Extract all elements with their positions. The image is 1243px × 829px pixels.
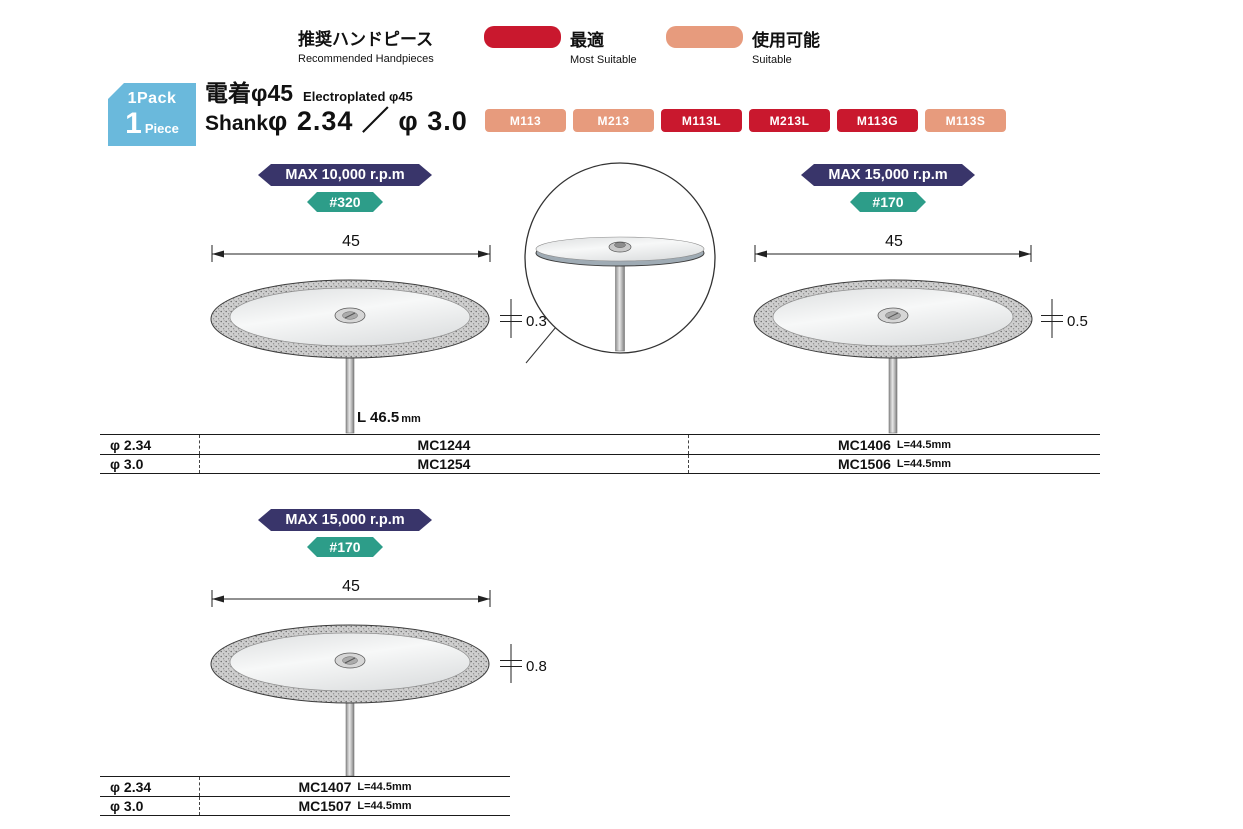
- grit-badge-3: #170: [307, 537, 383, 557]
- model-number: MC1407: [298, 778, 352, 795]
- legend-item-suitable: 使用可能 Suitable: [752, 26, 820, 66]
- legend-title-en: Recommended Handpieces: [298, 53, 434, 65]
- disc-diagram-3: 45 0.8: [210, 578, 547, 777]
- piece-count: 1: [125, 107, 142, 140]
- thickness-label-1: 0.3: [526, 313, 547, 330]
- handpiece-badge-m113g: M113G: [837, 109, 918, 132]
- grit-badge-2: #170: [850, 192, 926, 212]
- model-cell: MC1406 L=44.5mm: [689, 435, 1100, 454]
- shank-label: Shank: [205, 112, 269, 135]
- model-number: MC1406: [837, 436, 891, 453]
- product-title: 電着φ45 Electroplated φ45: [205, 74, 413, 108]
- suitable-label-jp: 使用可能: [752, 31, 820, 50]
- hub-slot-1: [344, 312, 356, 319]
- diameter-label-3: 45: [342, 578, 360, 595]
- disc-diagram-2: 45 0.5: [753, 233, 1088, 434]
- piece-row: 1 Piece: [108, 109, 196, 139]
- diameter-label-2: 45: [885, 233, 903, 250]
- inset-hub-screw: [614, 242, 626, 248]
- shank-diameter-cell: φ 3.0: [100, 455, 200, 473]
- handpiece-badge-m113l: M113L: [661, 109, 742, 132]
- suitable-label-en: Suitable: [752, 54, 792, 66]
- max-rpm-banner-1: MAX 10,000 r.p.m: [258, 164, 432, 186]
- model-length: L=44.5mm: [357, 780, 412, 793]
- legend-title: 推奨ハンドピース Recommended Handpieces: [298, 25, 434, 65]
- shank-diameter-cell: φ 2.34: [100, 435, 200, 454]
- thickness-label-2: 0.5: [1067, 313, 1088, 330]
- shank-sizes: φ 2.34 ／ φ 3.0: [268, 106, 468, 136]
- legend-item-most-suitable: 最適 Most Suitable: [570, 26, 637, 66]
- model-cell: MC1254: [200, 455, 689, 473]
- inset-shank: [615, 254, 625, 352]
- product-title-en: Electroplated φ45: [303, 89, 413, 104]
- most-suitable-label-en: Most Suitable: [570, 54, 637, 66]
- grit-badge-1: #320: [307, 192, 383, 212]
- table-row: φ 3.0 MC1254 MC1506 L=44.5mm: [100, 454, 1100, 473]
- model-number: MC1507: [298, 798, 352, 814]
- handpiece-compatibility-row: M113 M213 M113L M213L M113G M113S: [485, 109, 1006, 132]
- table-row: φ 2.34 MC1407 L=44.5mm: [100, 777, 510, 796]
- shank-diameter-cell: φ 2.34: [100, 777, 200, 796]
- thickness-label-3: 0.8: [526, 658, 547, 675]
- max-rpm-banner-2: MAX 15,000 r.p.m: [801, 164, 975, 186]
- product-title-jp: 電着φ45: [205, 80, 294, 106]
- model-length: L=44.5mm: [357, 800, 412, 812]
- model-cell: MC1244: [200, 435, 689, 454]
- inset-leader-line: [525, 326, 557, 364]
- model-length: L=44.5mm: [896, 458, 952, 470]
- hub-slot-2: [887, 312, 899, 319]
- max-rpm-banner-3: MAX 15,000 r.p.m: [258, 509, 432, 531]
- pack-label: 1Pack: [127, 90, 177, 107]
- model-cell: MC1507 L=44.5mm: [200, 797, 510, 815]
- diameter-label-1: 45: [342, 233, 360, 250]
- model-cell: MC1506 L=44.5mm: [689, 455, 1100, 473]
- handpiece-badge-m213l: M213L: [749, 109, 830, 132]
- table-row: φ 2.34 MC1244 MC1406 L=44.5mm: [100, 435, 1100, 454]
- most-suitable-swatch: [484, 26, 561, 48]
- model-table-bottom: φ 2.34 MC1407 L=44.5mm φ 3.0 MC1507 L=44…: [100, 776, 510, 816]
- model-cell: MC1407 L=44.5mm: [200, 777, 510, 796]
- hub-slot-3: [344, 657, 356, 664]
- handpiece-badge-m113s: M113S: [925, 109, 1006, 132]
- shank-spec-line: Shank φ 2.34 ／ φ 3.0: [205, 99, 468, 138]
- legend-title-jp: 推奨ハンドピース: [298, 30, 434, 49]
- table-row: φ 3.0 MC1507 L=44.5mm: [100, 796, 510, 815]
- model-table-main: φ 2.34 MC1244 MC1406 L=44.5mm φ 3.0 MC12…: [100, 434, 1100, 474]
- cross-section-inset: [524, 162, 716, 364]
- model-number: MC1506: [837, 456, 891, 472]
- handpiece-badge-m213: M213: [573, 109, 654, 132]
- shank-diameter-cell: φ 3.0: [100, 797, 200, 815]
- model-length: L=44.5mm: [896, 438, 952, 451]
- most-suitable-label-jp: 最適: [570, 31, 604, 50]
- pack-quantity-badge: 1Pack 1 Piece: [108, 83, 196, 146]
- piece-label: Piece: [144, 121, 179, 136]
- suitable-swatch: [666, 26, 743, 48]
- handpiece-badge-m113: M113: [485, 109, 566, 132]
